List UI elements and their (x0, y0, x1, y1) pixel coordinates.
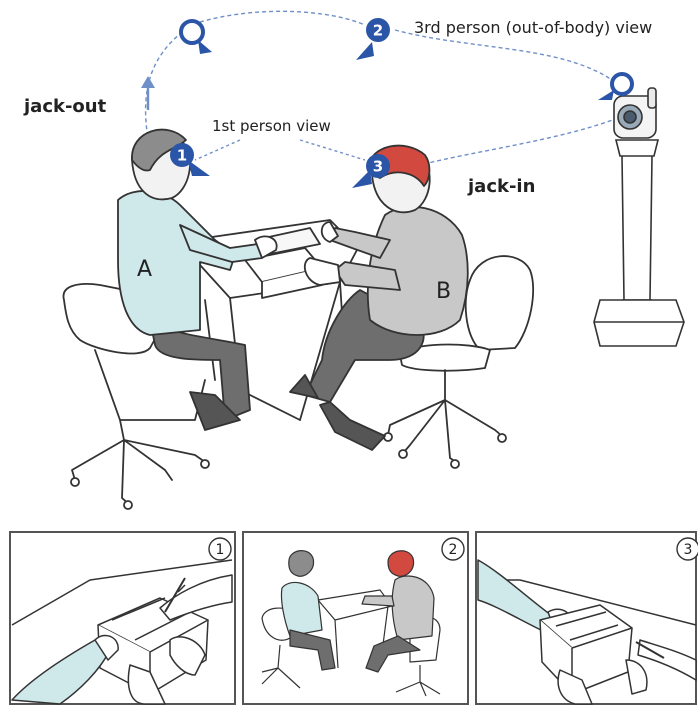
viewpoint-origin-icon (181, 21, 212, 54)
person-a-label: A (137, 257, 152, 282)
viewpoint-3-number: 3 (373, 158, 383, 176)
jack-out-label: jack-out (23, 96, 107, 117)
jack-in-path (420, 118, 618, 165)
panel-1-number: 1 (216, 542, 225, 558)
first-person-label: 1st person view (212, 117, 331, 135)
robot-camera (594, 74, 684, 346)
viewpoint-2-number: 2 (373, 22, 383, 40)
arc-left (200, 11, 365, 25)
scene (63, 130, 533, 509)
viewpoint-2-arrow-icon (356, 42, 374, 60)
view-panel-2: 2 (243, 532, 468, 704)
jack-in-label: jack-in (467, 176, 535, 197)
viewpoint-2-marker: 2 (356, 18, 390, 60)
panel-2-number: 2 (449, 542, 458, 558)
view-panel-1: 1 (10, 532, 235, 704)
arc-right (395, 30, 612, 80)
jack-out-arrow (141, 76, 155, 110)
viewpoint-1-number: 1 (177, 147, 187, 165)
panel-3-number: 3 (684, 542, 693, 558)
third-person-label: 3rd person (out-of-body) view (414, 18, 652, 37)
person-b-label: B (436, 279, 451, 304)
view-panel-3: 3 (476, 532, 698, 704)
